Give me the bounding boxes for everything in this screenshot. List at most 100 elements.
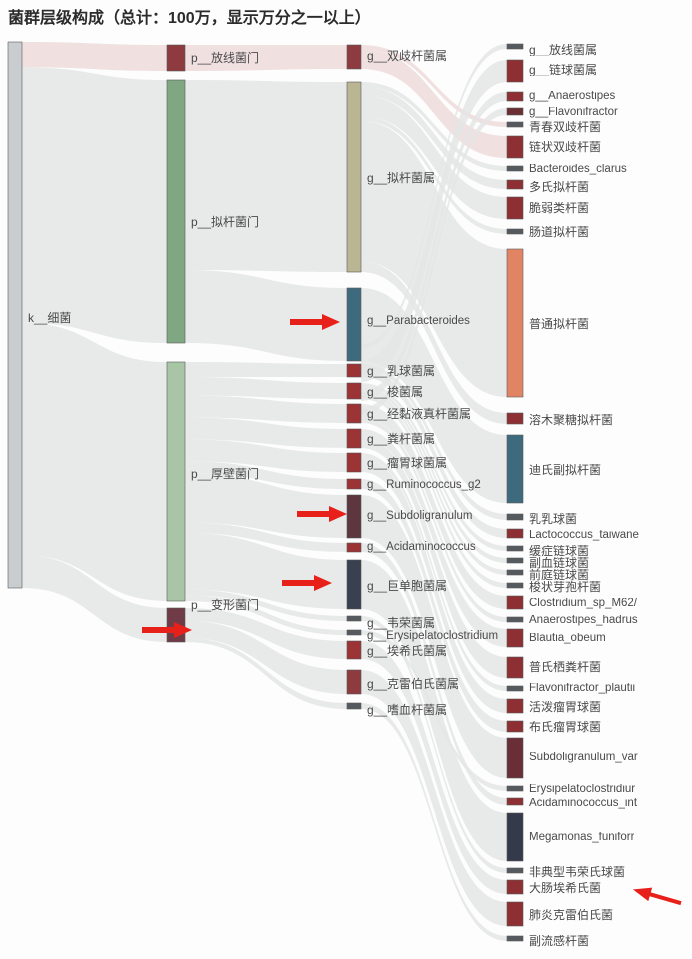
link-p_proteobacteria-g_haemophilus [185, 637, 347, 709]
link-g_eubacterium-s_clostridium_m62 [361, 404, 507, 609]
link-kingdom-p_bacteroidetes [22, 67, 167, 343]
sankey-node-s_b_dorei[interactable] [506, 179, 524, 190]
sankey-node-s_bacteroides_clarus[interactable] [506, 165, 524, 172]
sankey-node-p_bacteroidetes[interactable] [166, 79, 186, 344]
link-kingdom-p_actino [22, 42, 167, 71]
sankey-node-g_subdoligranulum[interactable] [346, 494, 362, 539]
sankey-node-s_b_intestinalis[interactable] [506, 228, 524, 235]
sankey-node-s_veillonella_atypica[interactable] [506, 867, 524, 874]
sankey-node-s_h_parainfluenzae[interactable] [506, 935, 524, 942]
sankey-node-s_f_prausnitzii[interactable] [506, 656, 524, 679]
link-g_klebsiella-s_k_pneumoniae [361, 670, 507, 926]
sankey-node-k_bacteria[interactable] [7, 41, 23, 589]
sankey-node-p_firmicutes[interactable] [166, 361, 186, 602]
sankey-node-s_k_pneumoniae[interactable] [506, 901, 524, 927]
sankey-node-s_p_distasonis[interactable] [506, 434, 524, 504]
link-g_bacteroides-s_b_fragilis [361, 95, 507, 219]
sankey-node-s_s_anginosus[interactable] [506, 545, 524, 552]
sankey-node-s_r_bromii[interactable] [506, 698, 524, 714]
sankey-node-s_blautia_obeum[interactable] [506, 628, 524, 648]
sankey-node-g_veillonella[interactable] [346, 615, 362, 622]
sankey-node-g_klebsiella[interactable] [346, 669, 362, 695]
sankey-node-s_b_xylanisolvens[interactable] [506, 412, 524, 425]
link-g_erysipelatoclostridium-s_erysipelatoclostridium [361, 630, 507, 791]
link-cross-s_actinomyces [361, 44, 507, 349]
sankey-node-g_parabacteroides[interactable] [346, 287, 362, 362]
link-p_firmicutes-g_streptococcus [185, 377, 347, 399]
sankey-node-p_actino[interactable] [166, 44, 186, 72]
sankey-node-s_actinomyces[interactable] [506, 43, 524, 50]
link-g_streptococcus-s_s_vestibularis [361, 391, 507, 575]
link-p_firmicutes-g_ruminococcus [185, 439, 347, 472]
sankey-node-s_lactococcus_taiwanensis[interactable] [506, 528, 524, 539]
sankey-node-s_megamonas_funiformis[interactable] [506, 812, 524, 862]
sankey-links-layer [22, 42, 507, 941]
sankey-node-g_escherichia[interactable] [346, 640, 362, 660]
sankey-node-s_flavonifractor[interactable] [506, 107, 524, 116]
link-g_bacteroides-s_bacteroides_clarus [361, 82, 507, 171]
sankey-node-g_bacteroides[interactable] [346, 81, 362, 273]
sankey-node-s_streptococcus[interactable] [506, 59, 524, 83]
sankey-node-s_b_catenulatum[interactable] [506, 135, 524, 159]
sankey-node-s_l_lactis[interactable] [506, 513, 524, 521]
sankey-node-g_lactococcus[interactable] [346, 363, 362, 378]
link-g_bifido-s_b_adolescentis [361, 45, 507, 127]
sankey-node-s_c_fusiformis[interactable] [506, 582, 524, 589]
sankey-node-g_faecalibacterium[interactable] [346, 428, 362, 449]
sankey-node-g_megamonas[interactable] [346, 559, 362, 610]
sankey-node-s_anaerostipes_hadrus[interactable] [506, 616, 524, 623]
page-title: 菌群层级构成（总计：100万，显示万分之一以上） [8, 10, 371, 27]
sankey-node-g_ruminococcus[interactable] [346, 452, 362, 473]
link-g_bacteroides-s_b_xylanisolvens [361, 261, 507, 424]
link-p_proteobacteria-g_escherichia [185, 608, 347, 659]
link-g_ruminococcus_g2-s_r_bicirculans [361, 479, 507, 732]
link-g_veillonella-s_veillonella_atypica [361, 616, 507, 873]
sankey-node-g_eubacterium[interactable] [346, 403, 362, 424]
link-g_ruminococcus-s_flavonifractor_plautii [361, 453, 507, 691]
sankey-node-g_streptococcus[interactable] [346, 382, 362, 400]
link-g_streptococcus-s_c_fusiformis [361, 395, 507, 588]
sankey-node-g_erysipelatoclostridium[interactable] [346, 629, 362, 636]
sankey-node-p_proteobacteria[interactable] [166, 607, 186, 643]
sankey-node-s_r_bicirculans[interactable] [506, 720, 524, 733]
sankey-node-s_e_coli[interactable] [506, 879, 524, 895]
sankey-node-s_b_vulgatus[interactable] [506, 248, 524, 398]
sankey-node-s_erysipelatoclostridium[interactable] [506, 785, 524, 792]
link-cross-s_flavonifractor [361, 108, 507, 415]
sankey-node-s_flavonifractor_plautii[interactable] [506, 685, 524, 692]
link-cross-s_anaerostipes [361, 92, 507, 401]
sankey-node-s_clostridium_m62[interactable] [506, 595, 524, 610]
link-g_faecalibacterium-s_blautia_obeum [361, 429, 507, 647]
sankey-node-s_b_adolescentis[interactable] [506, 121, 524, 128]
link-g_lactococcus-s_l_lactis [361, 364, 507, 520]
link-p_firmicutes-g_lactococcus [185, 362, 347, 378]
link-p_firmicutes-g_acidaminococcus [185, 522, 347, 552]
link-g_lactococcus-s_lactococcus_taiwanensis [361, 369, 507, 538]
sankey-node-g_bifido[interactable] [346, 44, 362, 70]
sankey-node-g_acidaminococcus[interactable] [346, 542, 362, 553]
link-p_bacteroidetes-g_parabacteroides [185, 270, 347, 361]
link-kingdom-p_firmicutes [22, 322, 167, 601]
sankey-node-s_s_vestibularis[interactable] [506, 569, 524, 576]
link-p_actino-g_bifido [185, 45, 347, 71]
link-p_firmicutes-g_eubacterium [185, 395, 347, 423]
link-g_subdoligranulum-s_subdoligranulum_variabile [361, 495, 507, 778]
sankey-node-g_haemophilus[interactable] [346, 702, 362, 710]
link-g_escherichia-s_e_coli [361, 641, 507, 894]
sankey-node-s_s_parasanguinis[interactable] [506, 557, 524, 564]
link-g_bacteroides-s_b_intestinalis [361, 116, 507, 234]
sankey-node-s_acidaminococcus_int[interactable] [506, 797, 524, 806]
link-g_streptococcus-s_s_anginosus [361, 383, 507, 551]
link-g_haemophilus-s_h_parainfluenzae [361, 703, 507, 941]
sankey-node-s_subdoligranulum_variabile[interactable] [506, 737, 524, 779]
link-g_bacteroides-s_b_dorei [361, 86, 507, 189]
sankey-node-g_ruminococcus_g2[interactable] [346, 478, 362, 490]
link-p_proteobacteria-g_klebsiella [185, 620, 347, 694]
sankey-node-s_b_fragilis[interactable] [506, 196, 524, 220]
link-g_faecalibacterium-s_f_prausnitzii [361, 437, 507, 678]
link-g_ruminococcus-s_r_bromii [361, 458, 507, 713]
link-kingdom-p_proteobacteria [22, 554, 167, 642]
sankey-node-s_anaerostipes[interactable] [506, 91, 524, 102]
